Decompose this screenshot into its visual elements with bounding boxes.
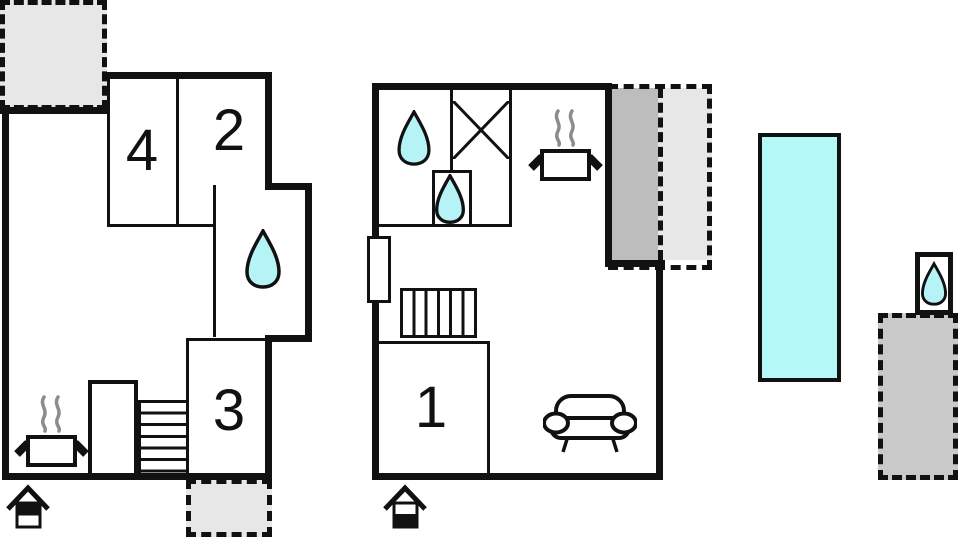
wall — [213, 185, 216, 337]
wall — [509, 90, 512, 227]
water-drop-icon — [397, 110, 431, 166]
wall — [2, 107, 9, 480]
wall — [379, 341, 490, 344]
room-label-2: 2 — [212, 98, 246, 163]
wall — [305, 183, 312, 342]
stove-pot-icon — [14, 395, 89, 467]
sofa-icon — [543, 394, 637, 453]
wall — [372, 83, 612, 90]
terrace-bottom-left — [186, 479, 272, 537]
room-label-4: 4 — [125, 118, 159, 183]
room-label-3: 3 — [212, 378, 246, 443]
terrace-dashed-outline — [608, 84, 712, 270]
staircase — [138, 400, 189, 475]
wall — [605, 260, 665, 267]
terrace-light-right — [658, 88, 712, 260]
water-drop-icon — [245, 229, 281, 289]
terrace-right — [878, 313, 958, 480]
wall — [107, 224, 215, 227]
water-drop-icon — [921, 261, 947, 306]
wall — [265, 335, 312, 342]
wall — [450, 90, 453, 173]
water-drop-icon — [435, 174, 465, 224]
wall — [605, 83, 612, 267]
entrance-icon — [6, 484, 50, 529]
wall — [0, 107, 108, 114]
balcony-dark — [612, 88, 658, 260]
stove-pot-icon — [528, 109, 603, 181]
wall — [265, 335, 272, 480]
wall — [2, 473, 272, 480]
closet — [88, 380, 138, 477]
door — [367, 236, 391, 303]
shower-cross-icon — [453, 101, 509, 159]
terrace-top-left — [0, 0, 107, 110]
room-label-1: 1 — [414, 375, 448, 440]
wall — [107, 75, 110, 227]
wall — [656, 260, 663, 480]
swimming-pool — [758, 133, 841, 382]
wall — [487, 341, 490, 480]
staircase — [400, 288, 477, 338]
wall — [372, 473, 663, 480]
wall — [186, 338, 267, 341]
wall — [265, 183, 312, 190]
wall — [104, 72, 272, 79]
entrance-icon — [383, 484, 427, 529]
wall — [265, 72, 272, 190]
wall — [176, 75, 179, 227]
